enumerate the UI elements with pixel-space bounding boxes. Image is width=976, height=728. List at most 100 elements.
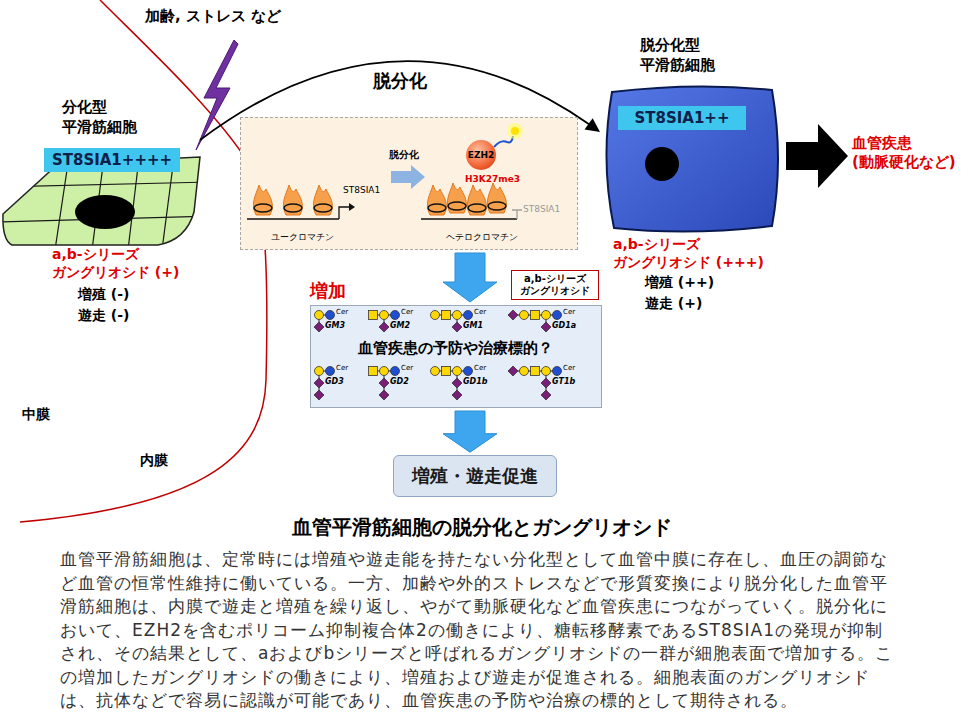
glucose-symbol [326, 367, 335, 376]
tss-arrow [339, 207, 349, 219]
sialic-acid-symbol [452, 378, 462, 388]
sialic-acid-symbol [314, 390, 324, 400]
glycan-bond [435, 315, 468, 316]
glycan-bond [435, 371, 468, 372]
chromatin-inset: 脱分化ST8SIA1H3K27me3ST8SIA1ユークロマチンヘテロクロマチン… [240, 117, 578, 250]
tissue-layer-label: 中膜 [22, 406, 50, 424]
gene-name: ST8SIA1 [343, 185, 380, 196]
ganglioside-panel: 血管疾患の予防や治療標的？ [310, 305, 602, 408]
migration-level: 遊走 (-) [78, 307, 129, 325]
block-arrow [443, 253, 497, 302]
proliferation-level: 増殖 (-) [78, 286, 129, 304]
galactose-symbol [453, 367, 462, 376]
nucleosome-flame [447, 183, 466, 213]
sialic-acid-symbol [452, 390, 462, 400]
dedifferentiated-cell: 脱分化型 平滑筋細胞 ST8SIA1++ [596, 36, 784, 234]
glucose-symbol [326, 311, 335, 320]
galactose-symbol [380, 311, 389, 320]
figure-caption: 血管平滑筋細胞は、定常時には増殖や遊走能を持たない分化型として血管中膜に存在し、… [60, 548, 894, 713]
sialic-acid-symbol [379, 390, 389, 400]
galnac-symbol [442, 367, 451, 376]
dna-wrap [254, 204, 272, 212]
ganglioside-name: GD3 [325, 378, 344, 386]
dna-strand [247, 218, 339, 220]
ganglioside-name: GD1a [552, 322, 576, 330]
galnac-symbol [531, 367, 540, 376]
disease-label: 血管疾患 (動脈硬化など) [852, 134, 970, 172]
series-tag-box: a,b-シリーズ ガングリオシド [511, 270, 599, 300]
ganglioside-level: a,b-シリーズ ガングリオシド (+++) [613, 236, 778, 272]
ezh2-sphere: EZH2 [466, 140, 496, 170]
stress-lightning [196, 40, 238, 150]
chromatin-label: ヘテロクロマチン [446, 232, 518, 243]
galnac-symbol [531, 311, 540, 320]
outcome-box: 増殖・遊走促進 [393, 455, 557, 497]
sialic-acid-symbol [508, 310, 518, 320]
sialic-acid-symbol [541, 378, 551, 388]
galnac-symbol [369, 367, 378, 376]
glucose-symbol [391, 311, 400, 320]
figure-title: 血管平滑筋細胞の脱分化とガングリオシド [0, 515, 964, 540]
ceramide-label: Cer [474, 365, 486, 372]
glucose-symbol [464, 367, 473, 376]
illustration-group [606, 86, 778, 231]
cell-heading: 分化型 平滑筋細胞 [62, 98, 146, 137]
ganglioside-name: GM1 [463, 322, 483, 330]
ganglioside-name: GM3 [325, 322, 345, 330]
histone-mark: H3K27me3 [465, 174, 520, 185]
glucose-symbol [553, 311, 562, 320]
ganglioside-name: GT1b [552, 378, 575, 386]
cell-nucleus [645, 147, 679, 181]
dna-wrap [284, 204, 302, 212]
galactose-symbol [520, 311, 529, 320]
ceramide-label: Cer [401, 309, 413, 316]
galactose-symbol [315, 311, 324, 320]
disease-arrow [786, 124, 848, 188]
chromatin-label: ユークロマチン [271, 232, 334, 243]
cell-body [606, 86, 778, 231]
blocked-tss [512, 210, 522, 219]
panel-text: 血管疾患の予防や治療標的？ [311, 339, 599, 358]
silenced-gene-name: ST8SIA1 [523, 204, 560, 215]
node-text: EZH2 [468, 150, 494, 161]
sialic-acid-symbol [452, 322, 462, 332]
dna-wrap [468, 204, 486, 212]
dna-wrap [448, 202, 466, 210]
inset-arrow [391, 165, 425, 189]
gene-label-box: ST8SIA1++ [618, 106, 745, 130]
dna-wrap [488, 202, 506, 210]
differentiated-cell: 分化型 平滑筋細胞ST8SIA1++++ [0, 96, 210, 246]
node-text: a,b-シリーズ ガングリオシド [517, 273, 593, 297]
nucleosome-flame [487, 183, 506, 213]
ganglioside-name: GD1b [463, 378, 488, 386]
ceramide-label: Cer [563, 309, 575, 316]
nucleosome-flame [427, 185, 446, 215]
node-illustration [241, 118, 579, 251]
migration-level: 遊走 (+) [645, 295, 702, 313]
cell-nucleus [75, 195, 135, 229]
nucleosome-flame [253, 185, 272, 215]
methyl-link [494, 136, 513, 147]
connector [443, 411, 497, 452]
galactose-symbol [520, 367, 529, 376]
sialic-acid-symbol [314, 322, 324, 332]
nucleosome-flame [313, 185, 332, 215]
galnac-symbol [442, 311, 451, 320]
connector [443, 253, 497, 302]
sialic-acid-symbol [314, 378, 324, 388]
node-text: 増殖・遊走促進 [412, 465, 538, 487]
tissue-layer-label: 内膜 [140, 452, 168, 470]
nucleosome-flame [283, 185, 302, 215]
stress-note: 加齢, ストレス など [145, 7, 281, 26]
arrow-head [585, 118, 600, 132]
cell-heading: 脱分化型 平滑筋細胞 [640, 36, 724, 75]
glucose-symbol [464, 311, 473, 320]
ceramide-label: Cer [336, 365, 348, 372]
glucose-symbol [391, 367, 400, 376]
vessel-layer-boundary [20, 0, 267, 522]
ganglioside-name: GM2 [390, 322, 410, 330]
tss-arrow-head [349, 203, 355, 211]
galactose-symbol [453, 311, 462, 320]
sialic-acid-symbol [541, 390, 551, 400]
